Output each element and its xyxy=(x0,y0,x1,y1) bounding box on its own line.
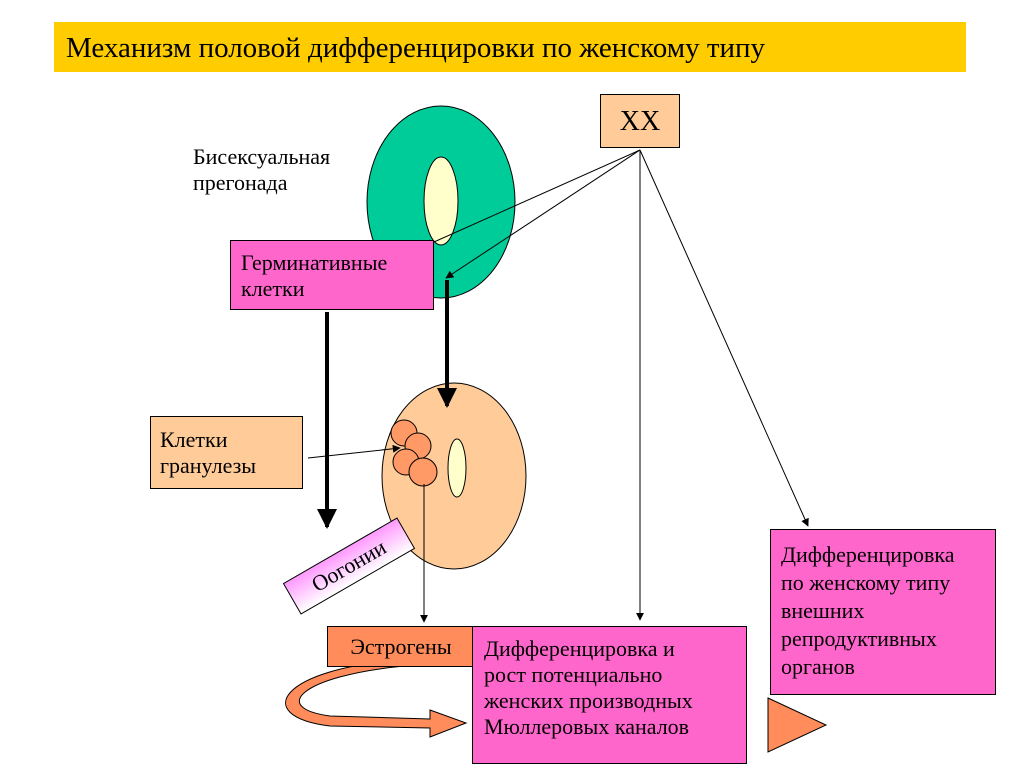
granulosa-line: Клетки xyxy=(160,427,228,452)
ovary-core xyxy=(447,438,467,498)
granulosa-box: Клетки гранулезы xyxy=(150,416,303,489)
curved-arrow-estrogens xyxy=(285,659,468,738)
granulosa-line: гранулезы xyxy=(160,453,257,478)
pregonad-label: Бисексуальная прегонада xyxy=(193,144,330,196)
xx-box: XX xyxy=(600,94,680,148)
pregonad-core xyxy=(423,156,459,246)
arrow-granulosa-to-cells xyxy=(307,444,401,459)
germ-cells-line: Герминативные xyxy=(241,250,388,275)
muller-line: женских производных xyxy=(484,688,693,713)
arrow-xx-to-external xyxy=(639,149,809,527)
external-line: внешних xyxy=(781,598,865,623)
external-organs-box: Дифференцировка по женскому типу внешних… xyxy=(770,529,996,695)
pregonad-label-line: прегонада xyxy=(193,170,288,195)
external-line: органов xyxy=(781,654,855,679)
muller-line: Дифференцировка и xyxy=(484,636,675,661)
muller-box: Дифференцировка и рост потенциально женс… xyxy=(472,626,747,764)
muller-line: Мюллеровых каналов xyxy=(484,714,690,739)
germ-cells-box: Герминативные клетки xyxy=(230,240,434,310)
estrogens-box: Эстрогены xyxy=(327,626,475,667)
arrow-xx-to-pregonad xyxy=(445,149,641,279)
external-line: репродуктивных xyxy=(781,626,937,651)
germ-cells-line: клетки xyxy=(241,276,305,301)
arrow-xx-to-germ xyxy=(424,149,641,247)
page-title: Механизм половой дифференцировки по женс… xyxy=(54,22,966,72)
muller-line: рост потенциально xyxy=(484,662,663,687)
pregonad-label-line: Бисексуальная xyxy=(193,144,331,169)
external-line: по женскому типу xyxy=(781,570,951,595)
granulosa-cell xyxy=(408,457,438,487)
triangle-arrow-right xyxy=(767,697,828,753)
external-line: Дифференцировка xyxy=(781,542,955,567)
